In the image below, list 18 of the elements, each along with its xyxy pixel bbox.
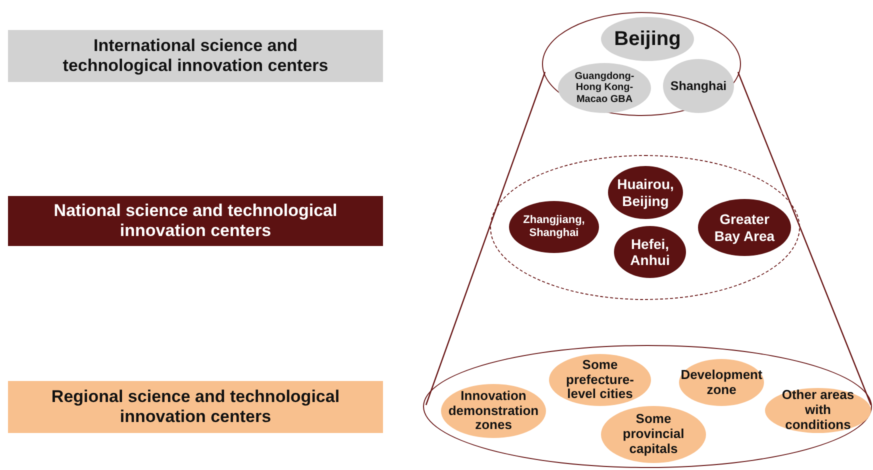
tier-ellipse xyxy=(490,155,800,300)
level-banner: Regional science and technological innovation centers xyxy=(8,381,383,433)
location-bubble: Hefei, Anhui xyxy=(614,226,686,278)
location-bubble: Greater Bay Area xyxy=(698,199,791,256)
location-bubble: Other areas with conditions xyxy=(765,388,871,433)
location-bubble: Zhangjiang, Shanghai xyxy=(509,201,599,253)
tier-ellipse xyxy=(542,12,741,116)
tier-ellipse xyxy=(423,345,872,468)
location-bubble: Some prefecture-level cities xyxy=(549,354,651,406)
location-bubble: Development zone xyxy=(679,359,764,406)
location-bubble: Innovation demonstration zones xyxy=(441,384,546,438)
level-banner: International science and technological innovation centers xyxy=(8,30,383,82)
location-bubble: Huairou, Beijing xyxy=(608,166,683,219)
location-bubble: Guangdong-Hong Kong-Macao GBA xyxy=(558,63,651,113)
location-bubble: Shanghai xyxy=(663,59,734,113)
location-bubble: Beijing xyxy=(601,17,694,61)
level-banner: National science and technological innovation centers xyxy=(8,196,383,246)
location-bubble: Some provincial capitals xyxy=(601,406,706,463)
